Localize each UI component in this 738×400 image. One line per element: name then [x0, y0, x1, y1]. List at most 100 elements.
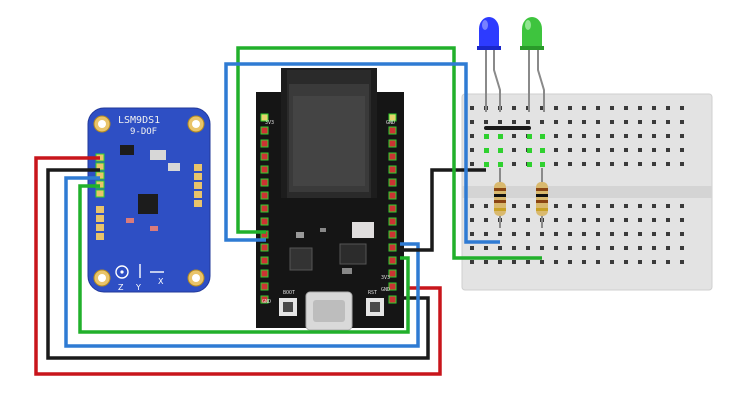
breadboard-hole [498, 260, 502, 264]
sensor-left-header [95, 153, 105, 240]
breadboard-hole [652, 120, 656, 124]
esp32-pin [260, 152, 269, 161]
breadboard-hole [638, 162, 642, 166]
breadboard-hole-active [498, 148, 503, 153]
breadboard-hole [666, 106, 670, 110]
breadboard-hole [470, 106, 474, 110]
breadboard-hole [638, 232, 642, 236]
breadboard-hole [596, 162, 600, 166]
breadboard-hole [638, 260, 642, 264]
breadboard-hole [666, 218, 670, 222]
breadboard-hole [526, 260, 530, 264]
breadboard-hole [596, 246, 600, 250]
right-gnd-label: GND [381, 287, 390, 293]
breadboard-hole [512, 218, 516, 222]
breadboard-hole [470, 162, 474, 166]
breadboard-hole [680, 246, 684, 250]
green-led [520, 17, 545, 112]
z-axis-icon [115, 265, 129, 279]
breadboard-hole [582, 134, 586, 138]
sensor-pin [95, 189, 105, 198]
breadboard-hole [582, 148, 586, 152]
wire-green-sda [78, 184, 410, 334]
breadboard-hole [470, 246, 474, 250]
breadboard-hole [540, 106, 544, 110]
breadboard-hole [554, 260, 558, 264]
esp32-pin [388, 282, 397, 291]
breadboard-hole [596, 106, 600, 110]
resistor-1 [494, 168, 506, 228]
breadboard-hole [610, 106, 614, 110]
breadboard-hole [624, 260, 628, 264]
breadboard-hole-active [498, 162, 503, 167]
esp32-pin [260, 126, 269, 135]
reset-label: RST [368, 290, 377, 296]
breadboard-hole [666, 232, 670, 236]
breadboard-hole [568, 204, 572, 208]
breadboard-hole [526, 232, 530, 236]
esp32-pin [388, 152, 397, 161]
esp32-pin [388, 204, 397, 213]
breadboard-hole [596, 232, 600, 236]
esp32-pin [260, 217, 269, 226]
esp32-pin [260, 113, 269, 122]
wire-blue-scl [64, 176, 420, 348]
breadboard-hole [652, 148, 656, 152]
breadboard-hole [512, 162, 516, 166]
esp32-pin [388, 269, 397, 278]
sensor-pin [96, 233, 104, 240]
right-3v3-label: 3V3 [381, 275, 390, 281]
breadboard-hole [638, 134, 642, 138]
breadboard-hole [498, 232, 502, 236]
breadboard-hole-active [527, 162, 532, 167]
breadboard-hole [666, 148, 670, 152]
breadboard-hole [512, 120, 516, 124]
breadboard-hole [484, 260, 488, 264]
breadboard-hole [652, 134, 656, 138]
breadboard [461, 93, 713, 291]
breadboard-hole [652, 218, 656, 222]
right-top-pin-label: GND [386, 120, 395, 126]
breadboard-hole [484, 232, 488, 236]
breadboard-hole [582, 162, 586, 166]
breadboard-hole [652, 246, 656, 250]
breadboard-hole [582, 120, 586, 124]
breadboard-hole [526, 246, 530, 250]
breadboard-hole [652, 260, 656, 264]
sensor-subtitle: 9-DOF [130, 127, 157, 137]
sensor-pin [194, 173, 202, 180]
esp32-board: BOOT RST 3V3 GND 3V3 GND GND [256, 68, 404, 331]
breadboard-hole [680, 232, 684, 236]
blue-led [477, 17, 501, 112]
breadboard-hole [680, 204, 684, 208]
esp32-pin [260, 243, 269, 252]
breadboard-hole [484, 120, 488, 124]
breadboard-hole [540, 260, 544, 264]
wire-red-vin [34, 156, 442, 376]
esp32-pin [260, 256, 269, 265]
breadboard-hole [470, 232, 474, 236]
esp32-pin [388, 165, 397, 174]
breadboard-hole [596, 260, 600, 264]
esp32-pin [260, 165, 269, 174]
breadboard-hole [554, 106, 558, 110]
breadboard-hole [638, 120, 642, 124]
breadboard-hole-active [484, 162, 489, 167]
breadboard-hole [610, 232, 614, 236]
sensor-pin [194, 182, 202, 189]
breadboard-hole-active [540, 134, 545, 139]
esp32-pin [388, 126, 397, 135]
breadboard-hole [512, 246, 516, 250]
breadboard-hole [470, 204, 474, 208]
sensor-pin [96, 206, 104, 213]
breadboard-hole [624, 106, 628, 110]
sensor-pin [194, 164, 202, 171]
breadboard-hole [568, 134, 572, 138]
breadboard-hole [666, 246, 670, 250]
wire-black-to-breadboard [400, 168, 486, 252]
esp32-pin [260, 178, 269, 187]
breadboard-hole [596, 218, 600, 222]
breadboard-hole [526, 120, 530, 124]
breadboard-hole [512, 134, 516, 138]
